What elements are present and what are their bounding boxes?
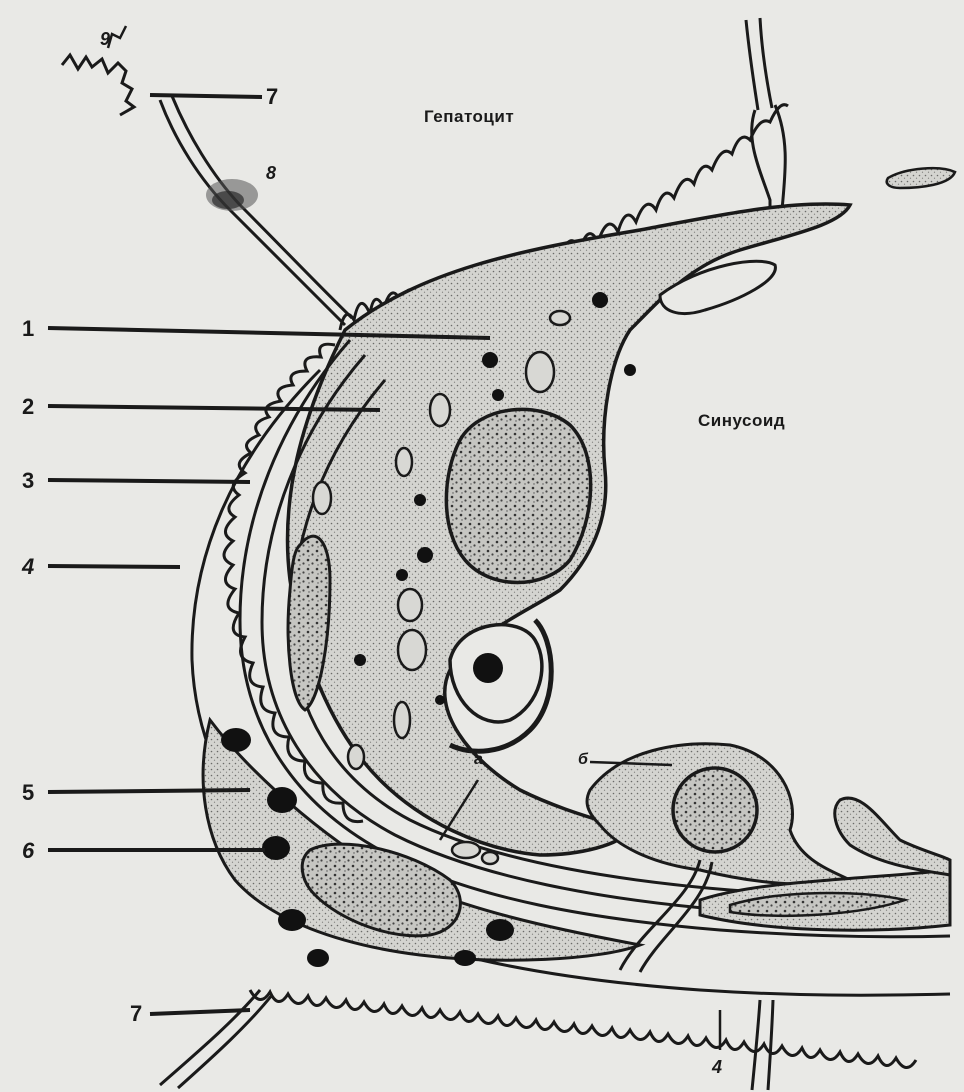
nerve-fiber-top [62,26,352,325]
label-3: 3 [22,470,34,492]
perisinusoidal-process-top [746,18,785,215]
sinusoid-projection-right [835,798,950,875]
leader-line-5 [48,790,250,792]
microvilli-border-bottom [250,990,916,1068]
leader-line-4 [48,566,180,567]
sinusoid-label: Синусоид [698,412,785,429]
label-2: 2 [22,396,34,418]
nerve-fiber-bottom [160,990,272,1088]
label-b: б [578,752,588,768]
leader-line-7-bottom [150,1010,250,1014]
fuzzy-body-8 [206,179,258,211]
leader-line-3 [48,480,250,482]
label-a: а [474,752,483,768]
label-8: 8 [266,164,276,182]
label-7-top: 7 [266,86,278,108]
label-4: 4 [22,556,34,578]
label-9: 9 [100,30,110,48]
label-6: 6 [22,840,34,862]
leader-line-7-top [150,95,262,97]
label-5: 5 [22,782,34,804]
label-7-bottom: 7 [130,1003,142,1025]
lipid-droplet [450,620,551,751]
label-1: 1 [22,318,34,340]
label-4-bottom: 4 [712,1058,722,1076]
hepatocyte-label: Гепатоцит [424,108,514,125]
small-cell-right [587,744,850,972]
nucleus [446,409,590,582]
hepatocyte-inclusion [887,168,955,188]
